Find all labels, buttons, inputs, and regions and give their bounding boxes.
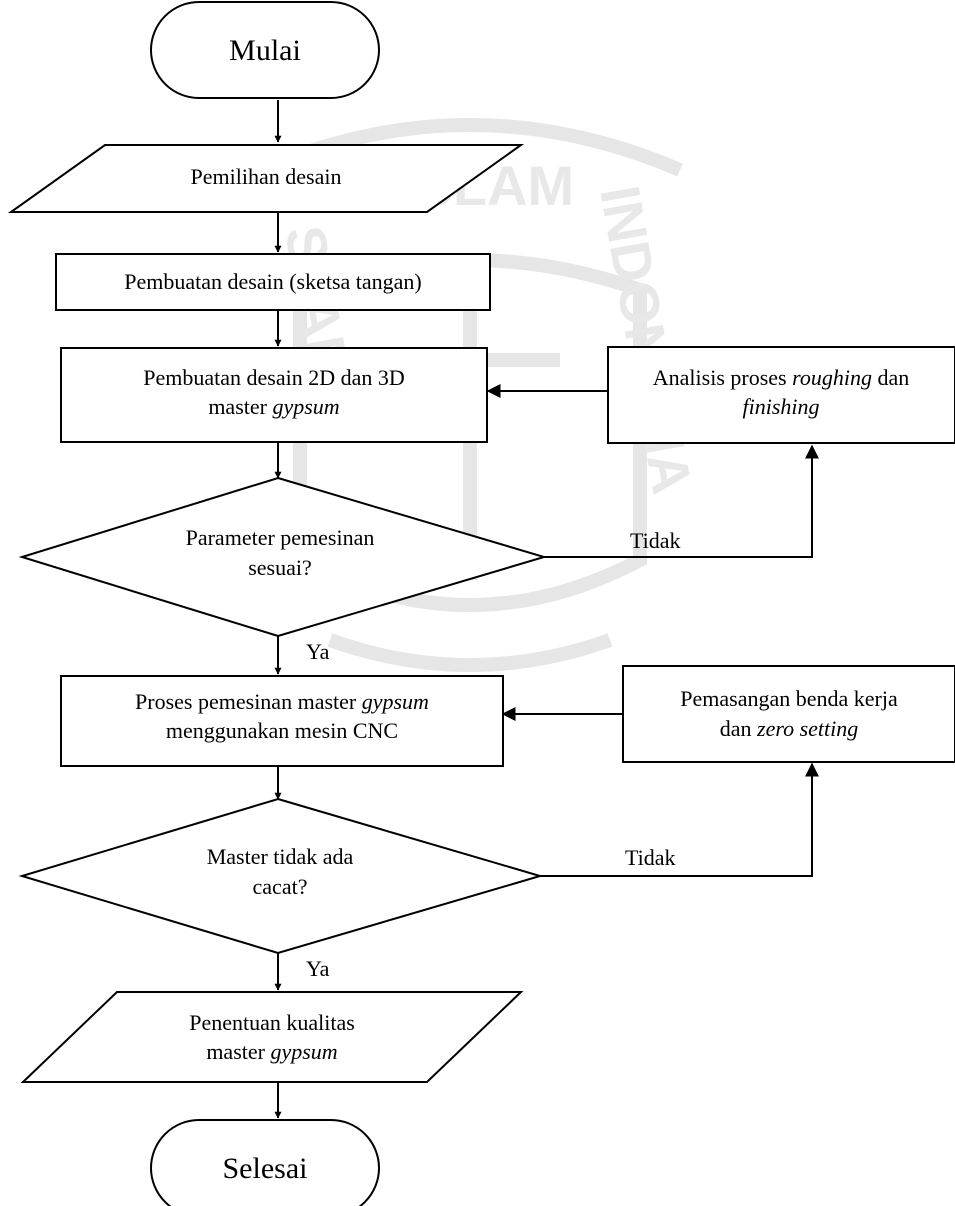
watermark-text-right: INDONESIA [588, 181, 704, 498]
cnc-process-line2: menggunakan mesin CNC [166, 718, 398, 743]
design-selection-label: Pemilihan desain [191, 164, 342, 189]
parameter-yes-label: Ya [306, 639, 330, 664]
cnc-process-line1: Proses pemesinan master gypsum [135, 689, 429, 714]
defect-decision-line1: Master tidak ada [207, 844, 354, 869]
design-2d-3d-process: Pembuatan desain 2D dan 3D master gypsum [60, 347, 488, 443]
analysis-line2: finishing [742, 394, 819, 419]
start-terminator: Mulai [150, 1, 380, 99]
mounting-line2: dan zero setting [720, 716, 859, 741]
quality-determination-output: Penentuan kualitas master gypsum [20, 991, 524, 1083]
roughing-finishing-analysis: Analisis proses roughing dan finishing [607, 346, 955, 444]
design-2d-3d-line2: master gypsum [208, 394, 339, 419]
parameter-no-label: Tidak [630, 528, 681, 553]
end-terminator: Selesai [150, 1119, 380, 1206]
defect-decision-line2: cacat? [253, 874, 308, 899]
parameter-decision-line2: sesuai? [248, 555, 312, 580]
workpiece-mounting-process: Pemasangan benda kerja dan zero setting [622, 665, 955, 763]
quality-line1: Penentuan kualitas [189, 1010, 355, 1035]
cnc-machining-process: Proses pemesinan master gypsum menggunak… [60, 675, 504, 767]
defect-yes-label: Ya [306, 956, 330, 981]
quality-line2: master gypsum [206, 1039, 337, 1064]
start-label: Mulai [229, 34, 301, 67]
hand-sketch-label: Pembuatan desain (sketsa tangan) [124, 269, 422, 294]
defect-decision: Master tidak ada cacat? [18, 797, 544, 955]
mounting-line1: Pemasangan benda kerja [680, 686, 898, 711]
design-2d-3d-line1: Pembuatan desain 2D dan 3D [143, 365, 405, 390]
design-selection-input: Pemilihan desain [7, 144, 525, 213]
parameter-decision-line1: Parameter pemesinan [186, 525, 375, 550]
hand-sketch-process: Pembuatan desain (sketsa tangan) [55, 253, 491, 311]
defect-no-label: Tidak [625, 845, 676, 870]
analysis-line1: Analisis proses roughing dan [653, 365, 909, 390]
end-label: Selesai [223, 1152, 308, 1185]
connectors [274, 100, 819, 1119]
parameter-decision: Parameter pemesinan sesuai? [18, 476, 548, 638]
